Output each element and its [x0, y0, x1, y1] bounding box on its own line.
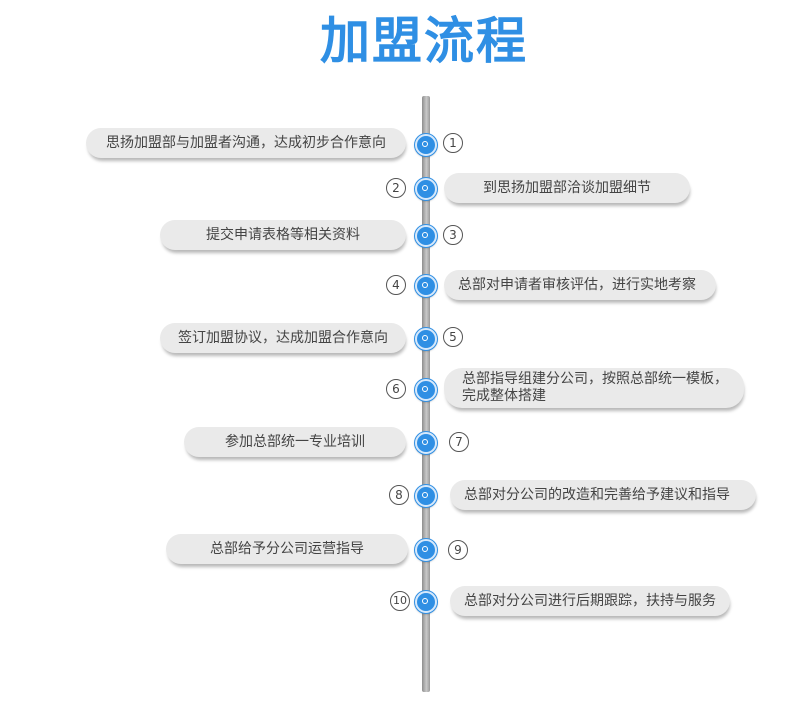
step-5-dot	[415, 328, 437, 350]
step-9-number: 9	[448, 540, 468, 560]
step-8-number: 8	[389, 485, 409, 505]
step-3-text: 提交申请表格等相关资料	[206, 227, 360, 243]
page-title: 加盟流程	[320, 12, 528, 70]
step-7-number: 7	[449, 432, 469, 452]
step-2-number: 2	[386, 178, 406, 198]
step-10-text: 总部对分公司进行后期跟踪，扶持与服务	[464, 593, 716, 609]
step-8-text: 总部对分公司的改造和完善给予建议和指导	[464, 487, 730, 503]
step-7-box: 参加总部统一专业培训	[184, 427, 406, 457]
step-9-text: 总部给予分公司运营指导	[210, 541, 364, 557]
step-9-dot	[415, 539, 437, 561]
step-10-dot	[415, 591, 437, 613]
step-5-text: 签订加盟协议，达成加盟合作意向	[178, 330, 388, 346]
step-7-dot	[415, 432, 437, 454]
step-9-box: 总部给予分公司运营指导	[166, 534, 408, 564]
step-1-dot	[415, 134, 437, 156]
step-3-dot	[415, 225, 437, 247]
step-8-dot	[415, 485, 437, 507]
step-8-box: 总部对分公司的改造和完善给予建议和指导	[450, 480, 756, 510]
step-5-box: 签订加盟协议，达成加盟合作意向	[160, 323, 406, 353]
step-4-number: 4	[386, 275, 406, 295]
step-3-box: 提交申请表格等相关资料	[160, 220, 406, 250]
step-6-box: 总部指导组建分公司，按照总部统一模板，完成整体搭建	[444, 368, 744, 408]
step-7-text: 参加总部统一专业培训	[225, 434, 365, 450]
step-10-number: 10	[390, 591, 410, 611]
step-5-number: 5	[443, 327, 463, 347]
step-2-text: 到思扬加盟部洽谈加盟细节	[483, 180, 651, 196]
step-1-text: 思扬加盟部与加盟者沟通，达成初步合作意向	[106, 135, 386, 151]
step-4-dot	[415, 275, 437, 297]
step-6-number: 6	[386, 379, 406, 399]
step-2-dot	[415, 178, 437, 200]
step-2-box: 到思扬加盟部洽谈加盟细节	[444, 173, 690, 203]
step-4-box: 总部对申请者审核评估，进行实地考察	[444, 270, 716, 300]
step-6-dot	[415, 379, 437, 401]
step-1-box: 思扬加盟部与加盟者沟通，达成初步合作意向	[86, 128, 406, 158]
step-6-text: 总部指导组建分公司，按照总部统一模板，完成整体搭建	[462, 371, 728, 404]
step-4-text: 总部对申请者审核评估，进行实地考察	[458, 277, 696, 293]
step-1-number: 1	[443, 133, 463, 153]
step-3-number: 3	[443, 225, 463, 245]
step-10-box: 总部对分公司进行后期跟踪，扶持与服务	[450, 586, 730, 616]
